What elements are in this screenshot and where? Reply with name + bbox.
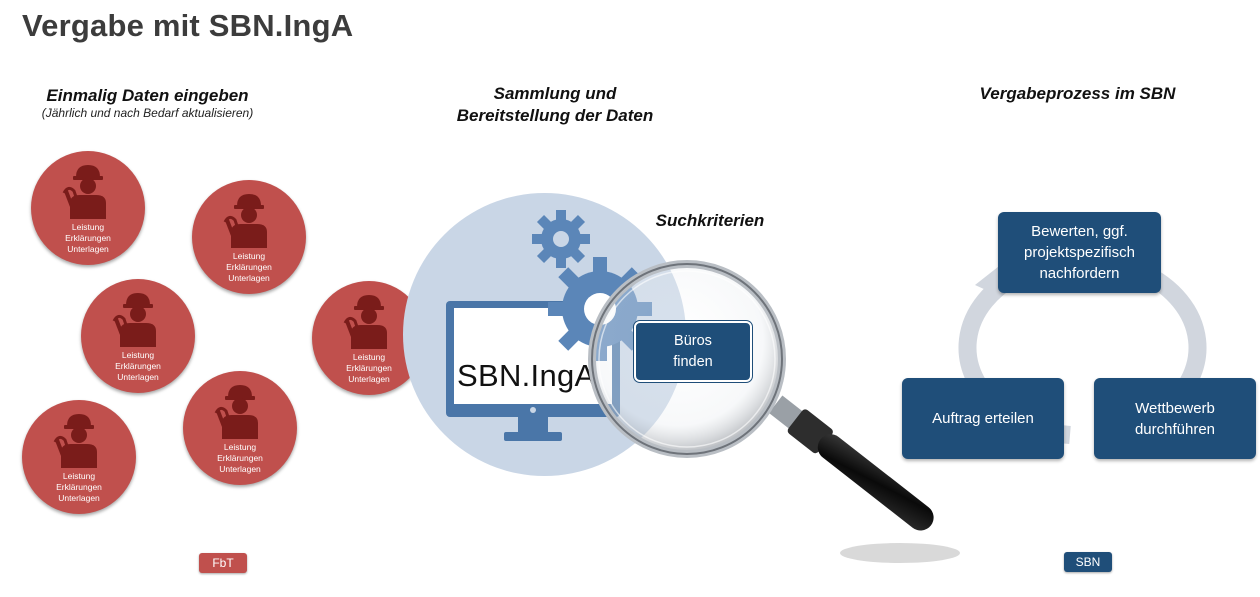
- engineer-disc-line: Leistung: [223, 442, 257, 452]
- left-subheading: (Jährlich und nach Bedarf aktualisieren): [41, 106, 254, 120]
- page-title: Vergabe mit SBN.IngA: [22, 8, 354, 43]
- fbt-tag: FbT: [199, 553, 247, 573]
- engineer-disc-line: Leistung: [121, 350, 155, 360]
- search-criteria-heading: Suchkriterien: [655, 211, 765, 230]
- sbn-tag: SBN: [1064, 552, 1112, 572]
- engineer-disc-line: Erklärungen: [65, 233, 111, 243]
- step-evaluate-line1: Bewerten, ggf.: [1031, 223, 1128, 240]
- step-competition-line2: durchführen: [1134, 420, 1216, 438]
- engineer-disc-line: Unterlagen: [219, 464, 261, 474]
- engineer-disc-line: Erklärungen: [226, 262, 272, 272]
- engineer-disc-line: Erklärungen: [346, 363, 392, 373]
- engineer-disc-line: Leistung: [352, 352, 386, 362]
- step-award-line1: Auftrag erteilen: [932, 410, 1034, 427]
- engineer-disc-line: Unterlagen: [67, 244, 109, 254]
- step-award-box: Auftrag erteilen: [902, 378, 1064, 459]
- step-evaluate-line3: nachfordern: [1039, 265, 1120, 282]
- right-heading: Vergabeprozess im SBN: [979, 84, 1176, 103]
- find-offices-line1: Büros: [674, 332, 712, 349]
- small-gear-icon: [532, 210, 590, 268]
- find-offices-box: Büros finden: [634, 321, 752, 382]
- center-heading-line1: Sammlung und: [493, 84, 617, 103]
- engineer-disc-line: Leistung: [62, 471, 96, 481]
- engineer-disc-line: Erklärungen: [56, 482, 102, 492]
- center-heading: Sammlung und Bereitstellung der Daten: [440, 83, 670, 127]
- engineer-disc-line: Unterlagen: [348, 374, 390, 384]
- engineer-disc-line: Erklärungen: [115, 361, 161, 371]
- engineer-disc-line: Unterlagen: [228, 273, 270, 283]
- engineer-disc-line: Leistung: [71, 222, 105, 232]
- find-offices-line2: finden: [673, 353, 713, 370]
- engineer-disc-line: Unterlagen: [117, 372, 159, 382]
- step-competition-line1: Wettbewerb: [1135, 399, 1215, 417]
- monitor-with-gears-icon: [446, 210, 652, 441]
- left-heading: Einmalig Daten eingeben: [46, 86, 249, 105]
- sbn-inga-label: SBN.IngA: [457, 358, 596, 393]
- step-competition-box: Wettbewerb durchführen: [1094, 378, 1256, 459]
- center-heading-line2: Bereitstellung der Daten: [456, 106, 654, 125]
- engineer-disc-line: Erklärungen: [217, 453, 263, 463]
- engineer-disc-line: Leistung: [232, 251, 266, 261]
- step-evaluate-box: Bewerten, ggf. projektspezifisch nachfor…: [998, 212, 1161, 293]
- engineer-disc-line: Unterlagen: [58, 493, 100, 503]
- cycle-arrowhead: [975, 263, 1003, 295]
- step-evaluate-line2: projektspezifisch: [1024, 244, 1135, 261]
